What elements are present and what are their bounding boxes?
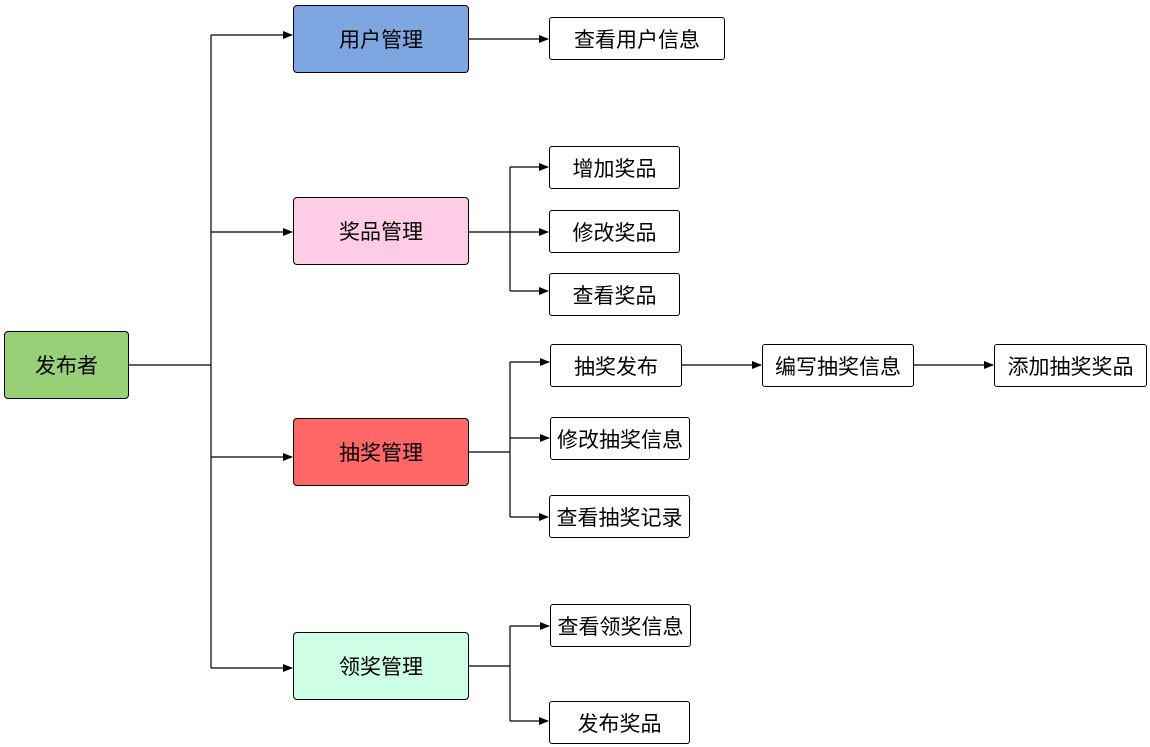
view-claim-info-label: 查看领奖信息 — [557, 614, 684, 639]
lottery-management-label: 抽奖管理 — [339, 441, 423, 465]
node-write-lottery-info: 编写抽奖信息 — [762, 344, 914, 387]
node-lottery-publish: 抽奖发布 — [550, 344, 682, 387]
node-add-lottery-prize: 添加抽奖奖品 — [994, 344, 1147, 387]
claim-management-label: 领奖管理 — [339, 655, 423, 679]
edit-lottery-info-label: 修改抽奖信息 — [557, 427, 683, 452]
node-view-claim-info: 查看领奖信息 — [550, 604, 691, 647]
write-lottery-info-label: 编写抽奖信息 — [775, 354, 901, 379]
view-prize-label: 查看奖品 — [572, 283, 657, 308]
node-edit-lottery-info: 修改抽奖信息 — [550, 417, 690, 460]
node-add-prize: 增加奖品 — [549, 146, 680, 189]
view-user-info-label: 查看用户信息 — [574, 27, 700, 52]
node-publish-prize: 发布奖品 — [549, 701, 690, 744]
user-management-label: 用户管理 — [339, 28, 423, 52]
node-claim-management: 领奖管理 — [293, 632, 469, 700]
node-user-management: 用户管理 — [293, 5, 469, 73]
edit-prize-label: 修改奖品 — [572, 220, 657, 245]
node-prize-management: 奖品管理 — [293, 197, 469, 265]
root-node-publisher: 发布者 — [4, 331, 129, 399]
node-view-user-info: 查看用户信息 — [549, 17, 725, 60]
publish-prize-label: 发布奖品 — [577, 711, 662, 736]
prize-management-label: 奖品管理 — [339, 220, 423, 244]
lottery-publish-label: 抽奖发布 — [574, 354, 658, 379]
add-lottery-prize-label: 添加抽奖奖品 — [1007, 354, 1134, 379]
root-label: 发布者 — [35, 354, 98, 378]
node-view-lottery-records: 查看抽奖记录 — [549, 495, 690, 538]
add-prize-label: 增加奖品 — [572, 156, 657, 181]
view-lottery-records-label: 查看抽奖记录 — [556, 505, 683, 530]
node-lottery-management: 抽奖管理 — [293, 418, 469, 486]
node-edit-prize: 修改奖品 — [549, 210, 680, 253]
node-view-prize: 查看奖品 — [549, 273, 680, 316]
